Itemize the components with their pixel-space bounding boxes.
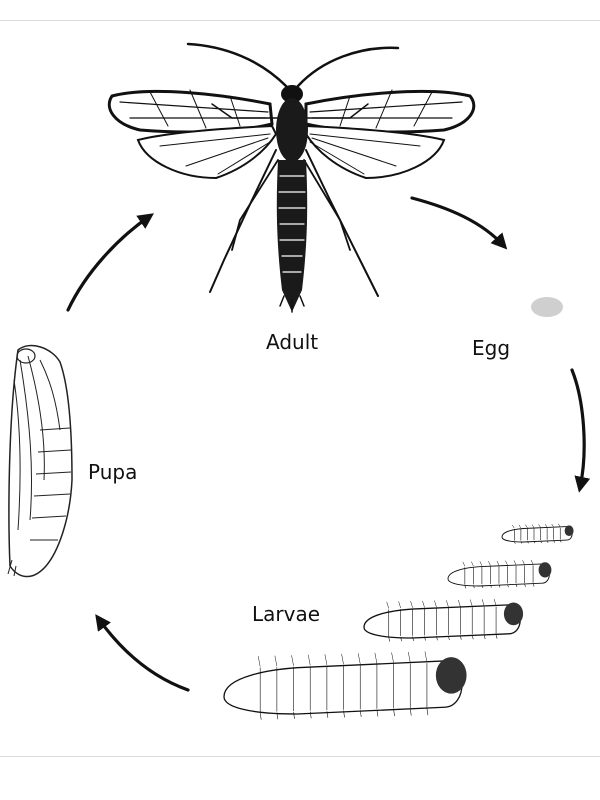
label-pupa: Pupa (88, 460, 138, 484)
larva-4 (223, 651, 467, 720)
larva-2 (447, 559, 552, 589)
label-egg: Egg (472, 336, 511, 360)
egg-illustration (531, 297, 563, 317)
larva-3 (363, 598, 524, 642)
label-adult: Adult (266, 330, 319, 354)
bottom-divider (0, 756, 600, 757)
label-larvae: Larvae (252, 602, 321, 626)
cycle-arrows (66, 196, 591, 692)
pupa-illustration (7, 344, 73, 578)
arrow-egg-to-larvae (570, 368, 591, 493)
arrow-pupa-to-adult (66, 213, 154, 312)
larva-1 (501, 523, 574, 544)
arrow-adult-to-egg (410, 196, 508, 250)
adult-moth-illustration (107, 42, 476, 313)
larvae-illustration (223, 523, 574, 720)
top-divider (0, 20, 600, 21)
arrow-larvae-to-pupa (95, 614, 190, 692)
